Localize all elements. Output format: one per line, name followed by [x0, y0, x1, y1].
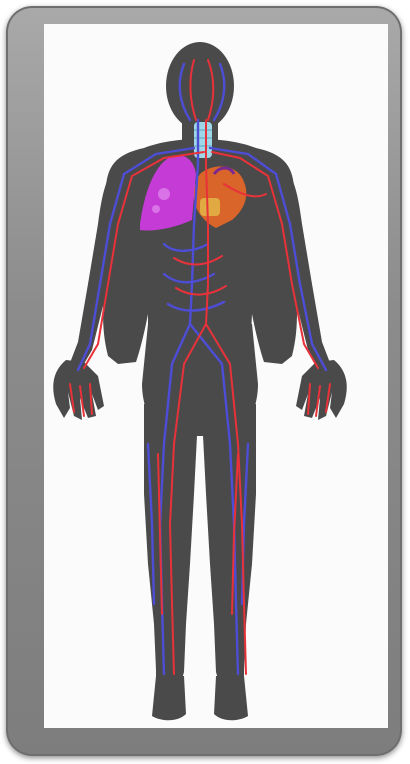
lung-highlight	[158, 188, 170, 200]
right-hand	[296, 360, 347, 420]
right-foot	[214, 676, 248, 720]
left-foot	[152, 676, 186, 720]
diagram-panel	[44, 24, 388, 728]
lung-highlight	[152, 205, 160, 213]
circulatory-diagram	[44, 24, 388, 728]
